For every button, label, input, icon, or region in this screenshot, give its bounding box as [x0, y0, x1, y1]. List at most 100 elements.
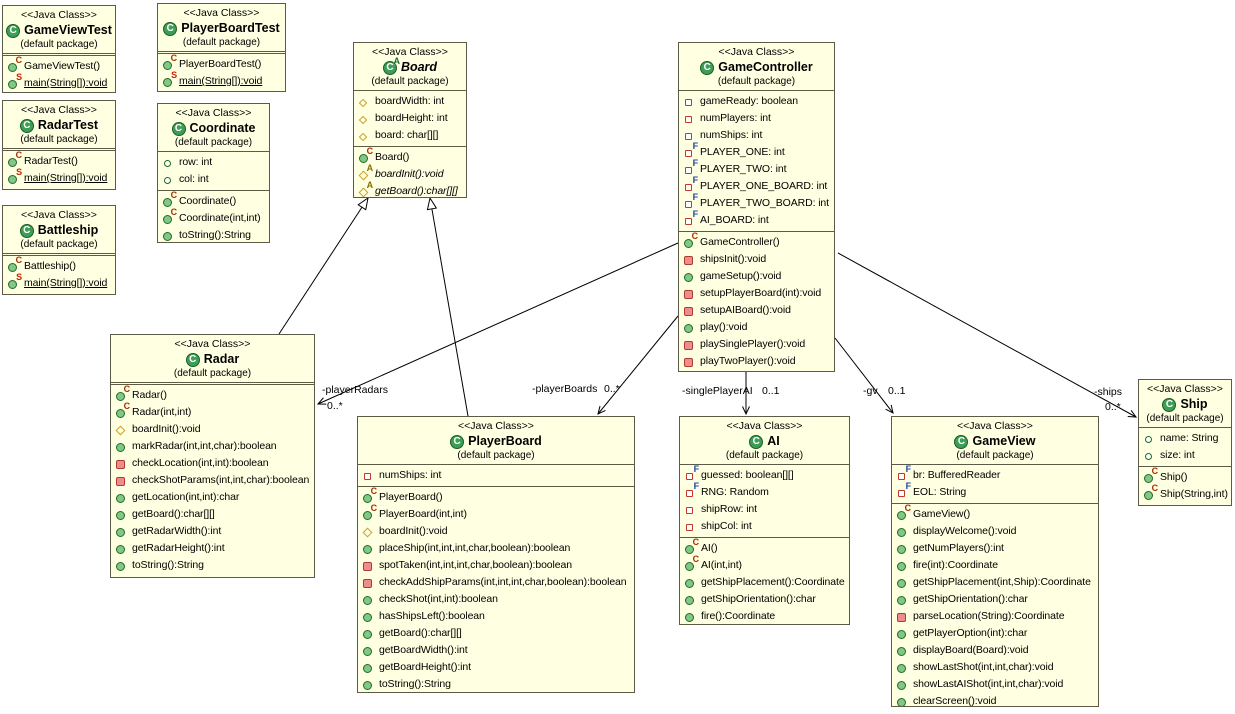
method-row-PlayerBoard[interactable]: hasShipsLeft():boolean	[358, 608, 634, 625]
method-row-GameController[interactable]: setupAIBoard():void	[679, 302, 834, 319]
field-row-Ship[interactable]: size: int	[1139, 447, 1231, 464]
method-row-AI[interactable]: getShipPlacement():Coordinate	[680, 574, 849, 591]
edge-label[interactable]: -playerRadars	[322, 384, 388, 396]
edge-label[interactable]: 0..*	[1105, 401, 1121, 413]
field-row-GameController[interactable]: gameReady: boolean	[679, 93, 834, 110]
method-row-GameController[interactable]: gameSetup():void	[679, 268, 834, 285]
association-edge-GameController-to-PlayerBoard[interactable]	[597, 315, 679, 415]
field-row-Board[interactable]: board: char[][]	[354, 127, 466, 144]
method-row-Radar[interactable]: getLocation(int,int):char	[111, 489, 314, 506]
field-row-GameController[interactable]: numPlayers: int	[679, 110, 834, 127]
generalization-edge-Radar-to-Board[interactable]	[278, 196, 369, 335]
field-row-Board[interactable]: boardWidth: int	[354, 93, 466, 110]
method-row-GameController[interactable]: setupPlayerBoard(int):void	[679, 285, 834, 302]
generalization-edge-PlayerBoard-to-Board[interactable]	[426, 196, 469, 417]
method-row-GameView[interactable]: showLastAIShot(int,int,char):void	[892, 676, 1098, 693]
method-row-PlayerBoard[interactable]: placeShip(int,int,int,char,boolean):bool…	[358, 540, 634, 557]
method-row-GameView[interactable]: fire(int):Coordinate	[892, 557, 1098, 574]
association-edge-GameController-to-Ship[interactable]	[837, 252, 1138, 418]
method-row-GameView[interactable]: showLastShot(int,int,char):void	[892, 659, 1098, 676]
edge-label[interactable]: 0..*	[604, 383, 620, 395]
method-row-GameView[interactable]: clearScreen():void	[892, 693, 1098, 706]
method-row-PlayerBoard[interactable]: checkAddShipParams(int,int,int,char,bool…	[358, 574, 634, 591]
method-row-Radar[interactable]: toString():String	[111, 557, 314, 574]
method-row-PlayerBoard[interactable]: getBoardWidth():int	[358, 642, 634, 659]
field-row-Coordinate[interactable]: row: int	[158, 154, 269, 171]
edge-label[interactable]: -singlePlayerAI	[682, 385, 753, 397]
method-row-GameView[interactable]: displayBoard(Board):void	[892, 642, 1098, 659]
method-row-PlayerBoard[interactable]: spotTaken(int,int,int,char,boolean):bool…	[358, 557, 634, 574]
method-row-Radar[interactable]: getRadarHeight():int	[111, 540, 314, 557]
method-row-GameView[interactable]: getShipOrientation():char	[892, 591, 1098, 608]
edge-label[interactable]: -playerBoards	[532, 383, 598, 395]
method-row-GameController[interactable]: playSinglePlayer():void	[679, 336, 834, 353]
field-row-Board[interactable]: boardHeight: int	[354, 110, 466, 127]
method-row-Coordinate[interactable]: toString():String	[158, 227, 269, 242]
association-edge-GameController-to-GameView[interactable]	[834, 337, 894, 414]
field-row-GameController[interactable]: numShips: int	[679, 127, 834, 144]
field-row-PlayerBoard[interactable]: numShips: int	[358, 467, 634, 484]
method-row-Radar[interactable]: getRadarWidth():int	[111, 523, 314, 540]
method-row-PlayerBoard[interactable]: boardInit():void	[358, 523, 634, 540]
edge-label[interactable]: 0..1	[762, 385, 780, 397]
edge-label[interactable]: -gv	[863, 385, 878, 397]
association-edge-GameController-to-Radar[interactable]	[316, 242, 679, 405]
edge-label[interactable]: 0..*	[327, 400, 343, 412]
method-row-GameController[interactable]: play():void	[679, 319, 834, 336]
method-row-Radar[interactable]: markRadar(int,int,char):boolean	[111, 438, 314, 455]
method-row-Radar[interactable]: getBoard():char[][]	[111, 506, 314, 523]
method-row-GameView[interactable]: parseLocation(String):Coordinate	[892, 608, 1098, 625]
method-row-Radar[interactable]: checkLocation(int,int):boolean	[111, 455, 314, 472]
method-row-PlayerBoard[interactable]: toString():String	[358, 676, 634, 692]
method-row-GameView[interactable]: getNumPlayers():int	[892, 540, 1098, 557]
field-row-Ship[interactable]: name: String	[1139, 430, 1231, 447]
method-row-Radar[interactable]: boardInit():void	[111, 421, 314, 438]
edge-label[interactable]: -ships	[1094, 386, 1123, 398]
field-row-Coordinate[interactable]: col: int	[158, 171, 269, 188]
method-row-PlayerBoard[interactable]: checkShot(int,int):boolean	[358, 591, 634, 608]
method-row-GameView[interactable]: getPlayerOption(int):char	[892, 625, 1098, 642]
method-row-AI[interactable]: fire():Coordinate	[680, 608, 849, 624]
method-row-GameController[interactable]: shipsInit():void	[679, 251, 834, 268]
method-row-GameController[interactable]: playTwoPlayer():void	[679, 353, 834, 370]
method-row-Radar[interactable]: checkShotParams(int,int,char):boolean	[111, 472, 314, 489]
field-row-AI[interactable]: shipCol: int	[680, 518, 849, 535]
edge-label[interactable]: 0..1	[888, 385, 906, 397]
